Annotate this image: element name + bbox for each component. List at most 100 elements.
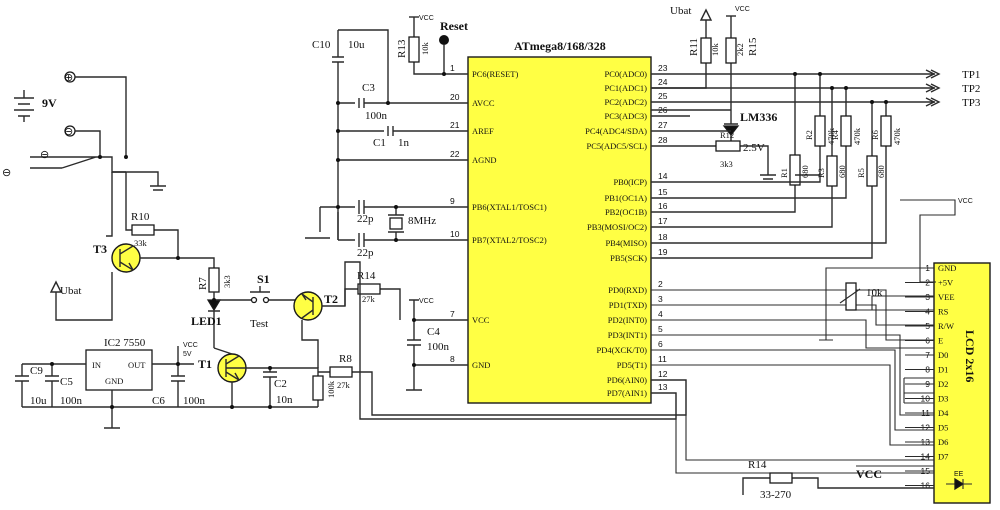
reset-label: Reset xyxy=(440,19,468,33)
tp2-label: TP2 xyxy=(962,83,980,95)
lcd-pin-name: D6 xyxy=(938,437,948,447)
mcu-pin-name: PB2(OC1B) xyxy=(605,207,647,217)
mcu-pin-name: PC1(ADC1) xyxy=(604,83,647,93)
mcu-pin-number: 8 xyxy=(450,354,455,364)
mcu-pin-name: PD7(AIN1) xyxy=(607,388,647,398)
ubat-label-top: Ubat xyxy=(670,5,691,17)
led-label: LED1 xyxy=(191,314,222,328)
regulator xyxy=(15,346,210,429)
r4-resistor xyxy=(840,115,852,147)
r14-label: R14 xyxy=(357,270,376,282)
crystal xyxy=(389,217,403,230)
tp3-label: TP3 xyxy=(962,97,981,109)
r14b-resistor xyxy=(769,472,793,484)
crystal-circuit xyxy=(305,200,468,247)
mcu-pin-name: AVCC xyxy=(472,98,495,108)
mcu-pin-name: PC6(RESET) xyxy=(472,69,518,79)
mcu-pin-name: PD6(AIN0) xyxy=(607,375,647,385)
c9-label: C9 xyxy=(30,365,43,377)
mcu-pin-name: GND xyxy=(472,360,490,370)
reference-section xyxy=(651,8,776,180)
r7-label: R7 xyxy=(197,277,209,290)
mcu-pin-name: PB7(XTAL2/TOSC2) xyxy=(472,235,547,245)
mcu-pin-number: 27 xyxy=(658,120,668,130)
r6-resistor xyxy=(880,115,892,147)
r15-value: 2k2 xyxy=(735,43,745,56)
test-resistor-network xyxy=(651,72,892,259)
t2-transistor xyxy=(293,283,401,368)
mcu-pin-name: PC0(ADC0) xyxy=(604,69,647,79)
backlight-resistor xyxy=(742,472,934,495)
battery-label: 9V xyxy=(42,96,57,110)
mcu-pin-number: 24 xyxy=(658,77,668,87)
r11-label: R11 xyxy=(688,38,700,56)
mcu-pin-name: PB4(MISO) xyxy=(605,238,647,248)
mcu-pin-number: 9 xyxy=(450,196,455,206)
r1-label: R1 xyxy=(779,168,789,178)
c1-value: 1n xyxy=(398,137,410,149)
r9-value: 100k xyxy=(326,380,336,398)
lcd-pin-name: VEE xyxy=(938,292,955,302)
mcu-pin-number: 22 xyxy=(450,149,460,159)
mcu-pin-number: 11 xyxy=(658,354,667,364)
c4-value: 100n xyxy=(427,341,450,353)
r10-value: 33k xyxy=(134,238,148,248)
c5-value: 100n xyxy=(60,395,83,407)
regulator-gnd: GND xyxy=(105,376,123,386)
c3-value: 100n xyxy=(365,110,388,122)
lcd-pin-name: D2 xyxy=(938,379,948,389)
lcd-pin-name: D7 xyxy=(938,452,948,462)
r8-label: R8 xyxy=(339,353,352,365)
lcd-wiring xyxy=(651,199,956,474)
r14-value: 27k xyxy=(362,294,376,304)
c2-label: C2 xyxy=(274,378,287,390)
mcu-pin-name: AGND xyxy=(472,155,497,165)
mcu-pin-number: 13 xyxy=(658,382,668,392)
vcc-label-top: VCC xyxy=(735,6,750,13)
r4-label: R4 xyxy=(830,129,840,140)
regulator-in: IN xyxy=(92,360,101,370)
c10-label: C10 xyxy=(312,39,331,51)
vcc-label-reset: VCC xyxy=(419,15,434,22)
lcd-vcc-label: VCC xyxy=(856,467,882,481)
test-switch xyxy=(212,286,300,304)
mcu-pin-name: PC3(ADC3) xyxy=(604,111,647,121)
lcd-pin-name: D3 xyxy=(938,394,948,404)
mcu-pin-number: 18 xyxy=(658,232,668,242)
r14b-value: 33-270 xyxy=(760,489,792,501)
c22b-value: 22p xyxy=(357,247,374,259)
r13-value: 10k xyxy=(420,42,430,56)
crystal-label: 8MHz xyxy=(408,215,436,227)
mcu-pin-number: 21 xyxy=(450,120,460,130)
r13-label: R13 xyxy=(396,39,408,58)
battery-circuit xyxy=(14,71,166,237)
mcu-pin-name: PC2(ADC2) xyxy=(604,97,647,107)
lcd-pin-name: D4 xyxy=(938,408,949,418)
mcu-pin-number: 28 xyxy=(658,135,668,145)
mcu-pin-number: 3 xyxy=(658,294,663,304)
mcu-pin-name: PB5(SCK) xyxy=(610,253,647,263)
lm336-voltage: 2.5V xyxy=(743,142,765,154)
r10-label: R10 xyxy=(131,211,150,223)
r3-resistor xyxy=(826,155,838,187)
regulator-out: OUT xyxy=(128,360,146,370)
t2-label: T2 xyxy=(324,292,338,306)
lcd-pin-name: D5 xyxy=(938,423,948,433)
vcc-label-reg: VCC xyxy=(183,342,198,349)
mcu-pin-number: 20 xyxy=(450,92,460,102)
r10-resistor xyxy=(131,224,155,236)
lcd-pin-name: GND xyxy=(938,263,956,273)
battery-plus: ⊕ xyxy=(64,72,73,84)
mcu-pin-name: PD5(T1) xyxy=(617,360,647,370)
lcd-pin-name: D0 xyxy=(938,350,948,360)
lcd-pin-name: R/W xyxy=(938,321,954,331)
contrast-pot xyxy=(845,282,857,311)
jack-minus: ⊖ xyxy=(40,149,49,161)
regulator-ic xyxy=(85,349,153,391)
mcu-pin-name: PB6(XTAL1/TOSC1) xyxy=(472,202,547,212)
r2-label: R2 xyxy=(804,130,814,140)
tp1-label: TP1 xyxy=(962,69,980,81)
r14b-label: R14 xyxy=(748,459,767,471)
mcu-pin-name: AREF xyxy=(472,126,494,136)
mcu-chip xyxy=(467,56,652,404)
